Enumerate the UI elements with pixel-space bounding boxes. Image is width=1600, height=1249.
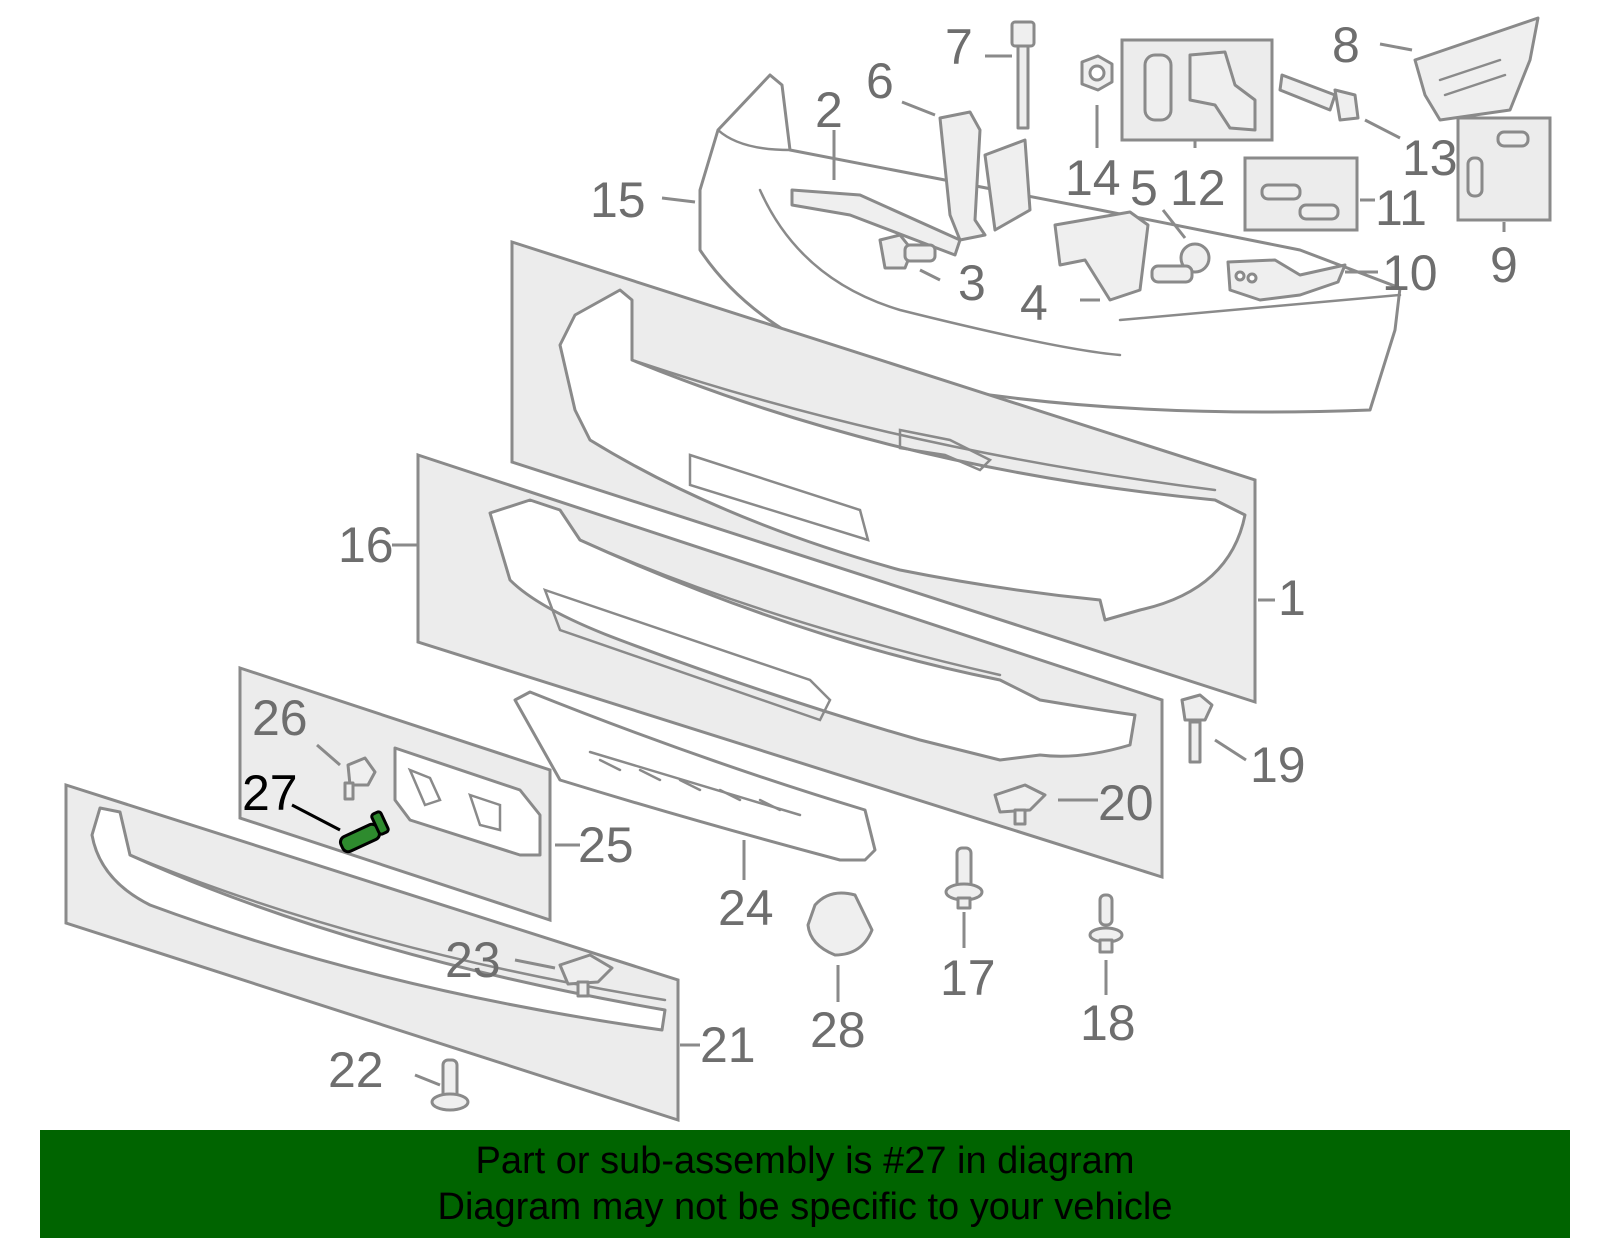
callout-7[interactable]: 7	[945, 19, 973, 75]
callout-28[interactable]: 28	[810, 1002, 866, 1058]
part-16-bracket-box[interactable]	[416, 452, 1164, 880]
callout-11[interactable]: 11	[1375, 180, 1427, 236]
leader-lines	[291, 42, 1506, 1087]
callout-14[interactable]: 14	[1065, 150, 1121, 206]
callout-3[interactable]: 3	[958, 255, 986, 311]
callout-21[interactable]: 21	[700, 1017, 756, 1073]
callout-8[interactable]: 8	[1332, 17, 1360, 73]
part-3-bolt[interactable]	[878, 233, 937, 270]
part-12-bracket-kit-box[interactable]	[1120, 38, 1274, 142]
callout-10[interactable]: 10	[1382, 245, 1438, 301]
callout-labels: 1 2 3 4 5 6 7 8 9 10 11 12 13 14 15 16 1…	[242, 17, 1518, 1098]
callout-25[interactable]: 25	[578, 817, 634, 873]
callout-18[interactable]: 18	[1080, 995, 1136, 1051]
callout-15[interactable]: 15	[590, 172, 646, 228]
part-27-bolt-highlighted[interactable]	[338, 810, 390, 854]
callout-5[interactable]: 5	[1130, 160, 1158, 216]
callout-1[interactable]: 1	[1278, 570, 1306, 626]
part-17-push-pin[interactable]	[944, 846, 984, 910]
callout-22[interactable]: 22	[328, 1042, 384, 1098]
callout-6[interactable]: 6	[866, 53, 894, 109]
callout-20[interactable]: 20	[1098, 775, 1154, 831]
part-13-bolt[interactable]	[1278, 73, 1360, 122]
callout-26[interactable]: 26	[252, 690, 308, 746]
part-4-bracket[interactable]	[1053, 210, 1150, 302]
callout-13[interactable]: 13	[1402, 130, 1458, 186]
callout-2[interactable]: 2	[815, 82, 843, 138]
part-26-screw[interactable]	[343, 756, 377, 801]
part-7-bolt[interactable]	[1010, 20, 1036, 130]
callout-12[interactable]: 12	[1170, 160, 1226, 216]
callout-23[interactable]: 23	[445, 932, 501, 988]
part-22-push-pin[interactable]	[430, 1058, 470, 1112]
part-28-cap[interactable]	[806, 891, 874, 957]
part-15-upper-bumper[interactable]	[698, 73, 1402, 414]
banner-line-disclaimer: Diagram may not be specific to your vehi…	[437, 1186, 1173, 1228]
part-5-bolt[interactable]	[1150, 242, 1211, 284]
part-9-bolts-box[interactable]	[1456, 116, 1552, 222]
part-2-reinforcement[interactable]	[790, 188, 962, 257]
banner-line-part-number: Part or sub-assembly is #27 in diagram	[475, 1140, 1135, 1182]
part-8-bracket[interactable]	[1413, 16, 1540, 122]
part-25-plate-bracket-box[interactable]	[238, 665, 552, 923]
callout-16[interactable]: 16	[338, 517, 394, 573]
part-6-bracket[interactable]	[938, 110, 1032, 242]
part-14-nut[interactable]	[1080, 54, 1114, 92]
callout-27[interactable]: 27	[242, 765, 298, 821]
callout-4[interactable]: 4	[1020, 275, 1048, 331]
part-20-nut[interactable]	[993, 783, 1047, 826]
part-24-lower-grille[interactable]	[513, 690, 877, 862]
callout-19[interactable]: 19	[1250, 737, 1306, 793]
part-11-bolts-box[interactable]	[1243, 156, 1359, 232]
part-19-bolt[interactable]	[1180, 693, 1214, 764]
part-23-nut[interactable]	[558, 953, 614, 998]
callout-24[interactable]: 24	[718, 880, 774, 936]
part-10-bracket[interactable]	[1226, 258, 1347, 302]
callout-17[interactable]: 17	[940, 950, 996, 1006]
callout-9[interactable]: 9	[1490, 237, 1518, 293]
part-18-push-pin[interactable]	[1088, 893, 1124, 954]
part-1-bumper-box[interactable]	[510, 239, 1257, 705]
info-banner: Part or sub-assembly is #27 in diagram D…	[40, 1130, 1570, 1238]
